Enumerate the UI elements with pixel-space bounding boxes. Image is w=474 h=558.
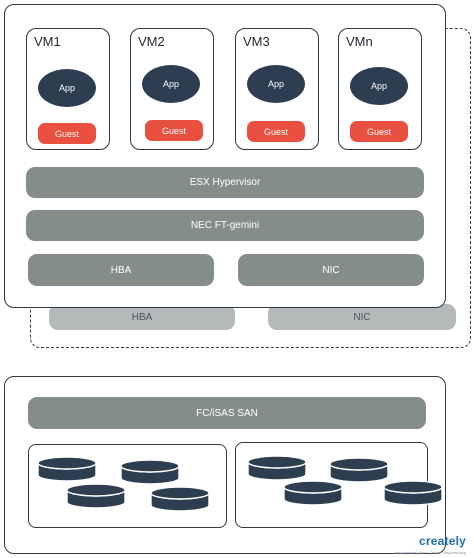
san-bar: FC/iSAS SAN — [28, 397, 426, 429]
vm-box-3: VM3 App Guest — [235, 28, 319, 150]
secondary-nic-bar: NIC — [268, 304, 456, 330]
disk-icon — [283, 480, 343, 506]
esx-hypervisor-bar: ESX Hypervisor — [26, 167, 424, 198]
app-node: App — [142, 65, 200, 103]
disk-icon — [120, 459, 180, 485]
creately-logo: creately — [419, 534, 466, 548]
vm-box-n: VMn App Guest — [338, 28, 422, 150]
nec-ft-gemini-bar: NEC FT-gemini — [26, 210, 424, 241]
app-node: App — [350, 67, 408, 105]
guest-node: Guest — [350, 121, 408, 142]
primary-hba-bar: HBA — [28, 254, 214, 286]
disk-icon — [150, 486, 210, 512]
creately-tagline: www.creately.com • Online Diagramming — [393, 550, 466, 555]
disk-icon — [247, 455, 307, 481]
vm-title: VM3 — [243, 34, 270, 49]
app-node: App — [38, 69, 96, 107]
disk-icon — [37, 456, 97, 482]
vm-box-2: VM2 App Guest — [130, 28, 214, 150]
app-node: App — [247, 65, 305, 103]
guest-node: Guest — [247, 121, 305, 142]
vm-title: VM1 — [34, 34, 61, 49]
secondary-hba-bar: HBA — [49, 304, 235, 330]
guest-node: Guest — [145, 120, 203, 141]
disk-icon — [66, 483, 126, 509]
vm-title: VMn — [346, 34, 373, 49]
primary-nic-bar: NIC — [238, 254, 424, 286]
guest-node: Guest — [38, 123, 96, 144]
disk-icon — [383, 480, 443, 506]
vm-title: VM2 — [138, 34, 165, 49]
disk-icon — [329, 457, 389, 483]
vm-box-1: VM1 App Guest — [26, 28, 110, 150]
